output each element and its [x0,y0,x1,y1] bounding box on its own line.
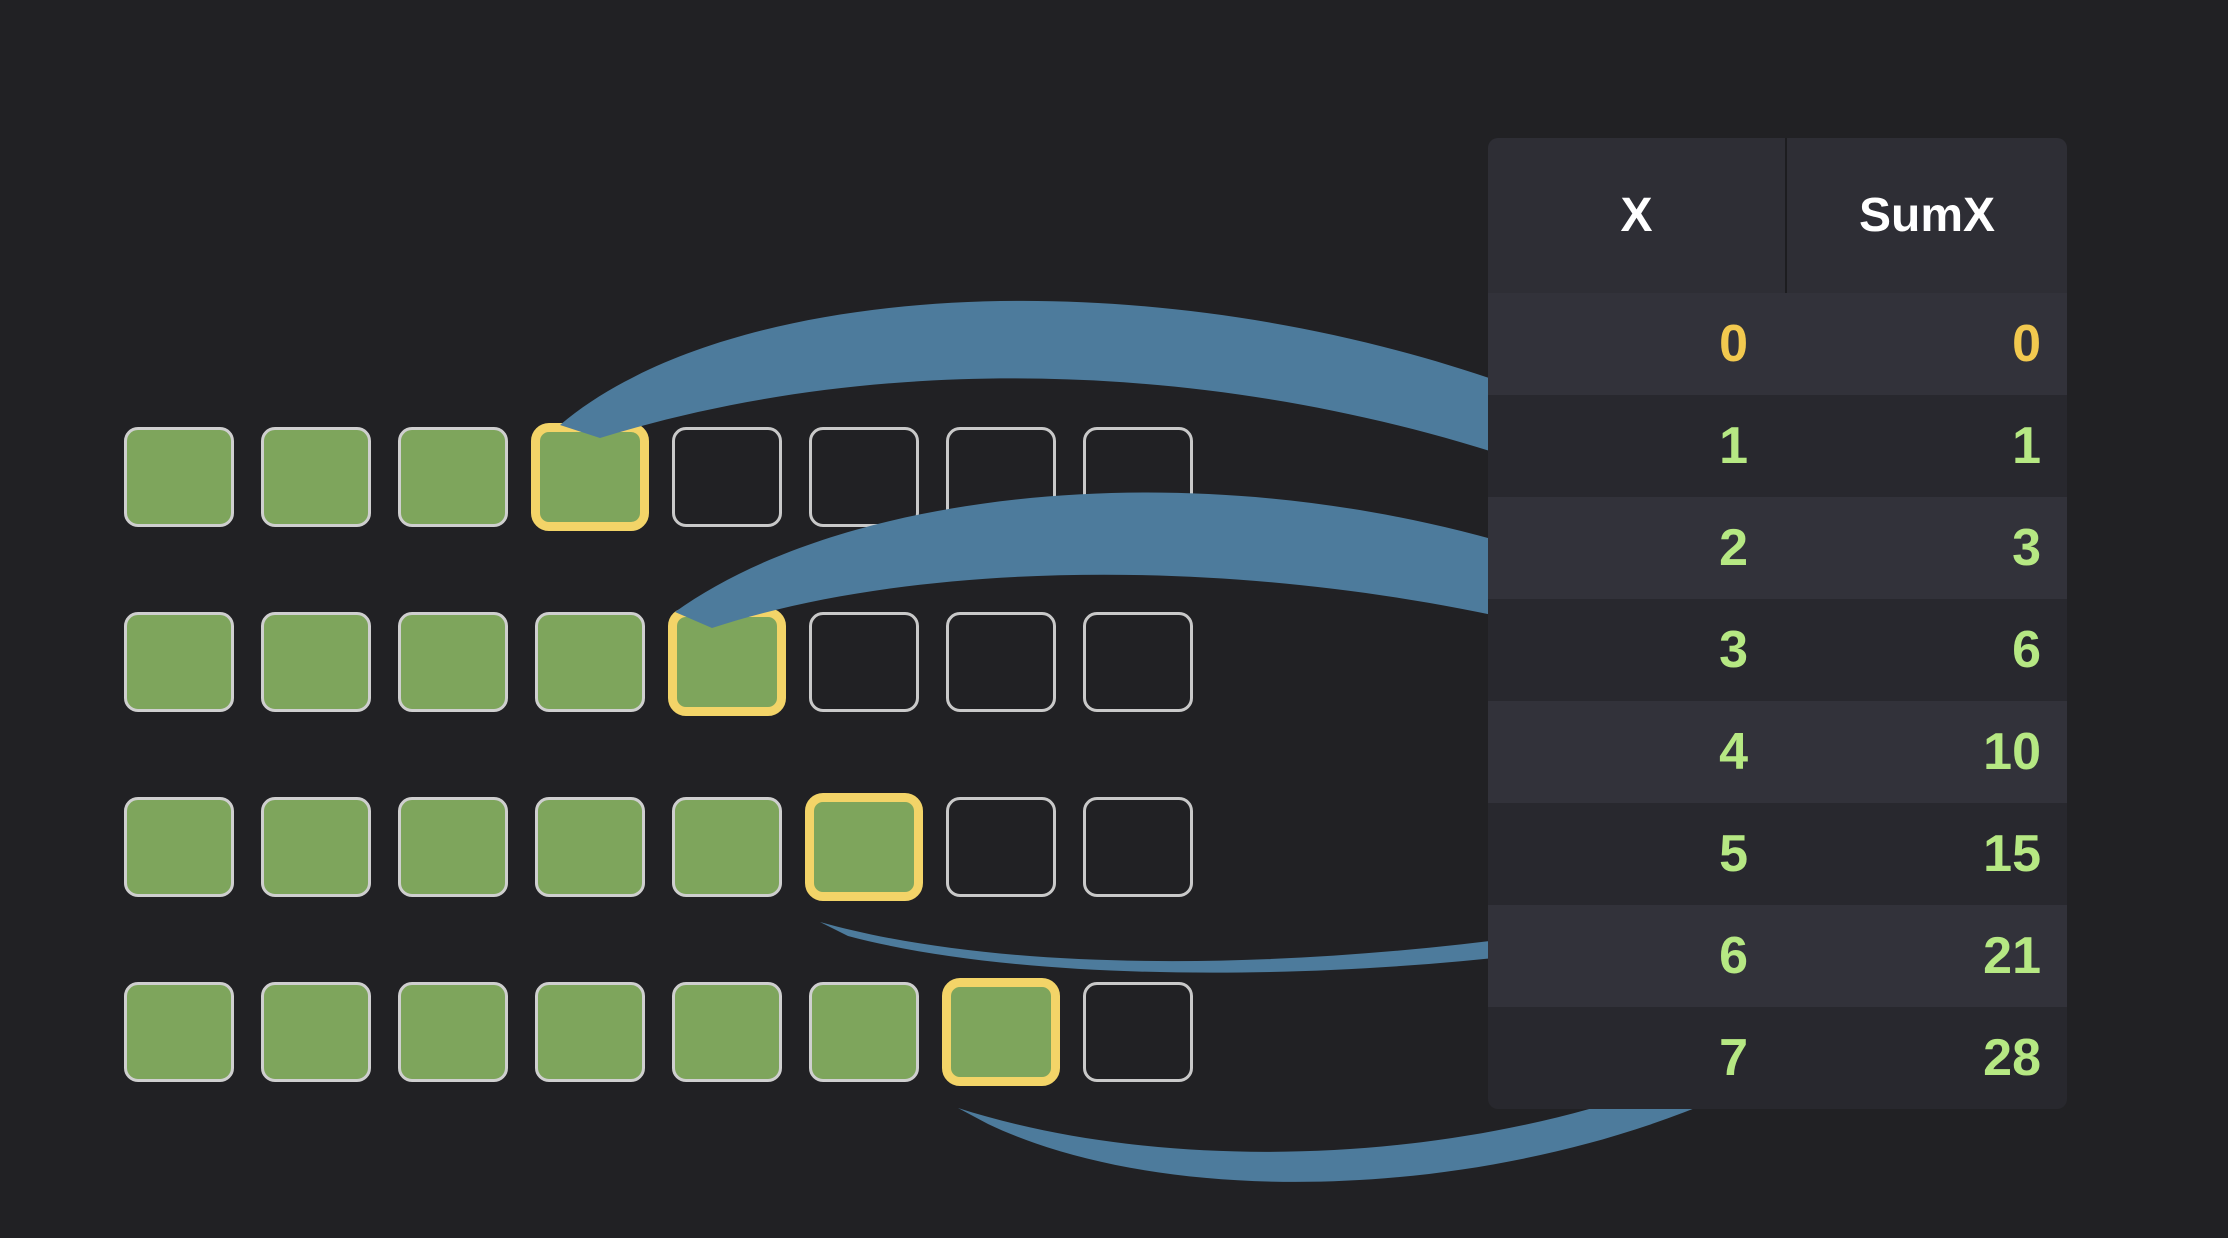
cell-sumx: 21 [1983,927,2041,985]
square-empty[interactable] [809,427,919,527]
cell-x: 4 [1719,723,1748,781]
square-filled[interactable] [124,982,234,1082]
square-empty[interactable] [946,612,1056,712]
column-header-x: X [1488,138,1787,293]
cell-sumx: 10 [1983,723,2041,781]
square-filled[interactable] [535,797,645,897]
table-header-row: X SumX [1488,138,2067,293]
square-filled[interactable] [535,612,645,712]
table-row[interactable]: 7 28 [1488,1007,2067,1109]
square-filled[interactable] [124,797,234,897]
square-empty[interactable] [809,612,919,712]
cell-sumx: 0 [2012,315,2041,373]
square-highlighted[interactable] [668,608,786,716]
square-filled[interactable] [124,612,234,712]
square-highlighted[interactable] [942,978,1060,1086]
square-filled[interactable] [261,982,371,1082]
square-filled[interactable] [398,797,508,897]
square-filled[interactable] [124,427,234,527]
cell-x: 7 [1719,1029,1748,1087]
cell-x: 2 [1719,519,1748,577]
square-filled[interactable] [672,797,782,897]
square-filled[interactable] [261,427,371,527]
square-empty[interactable] [946,427,1056,527]
square-filled[interactable] [398,612,508,712]
square-highlighted[interactable] [531,423,649,531]
square-empty[interactable] [1083,982,1193,1082]
square-empty[interactable] [672,427,782,527]
square-filled[interactable] [809,982,919,1082]
cell-sumx: 28 [1983,1029,2041,1087]
table-row[interactable]: 4 10 [1488,701,2067,803]
table-row[interactable]: 6 21 [1488,905,2067,1007]
cell-sumx: 3 [2012,519,2041,577]
column-header-sumx: SumX [1787,138,2067,293]
square-filled[interactable] [261,797,371,897]
square-highlighted[interactable] [805,793,923,901]
square-filled[interactable] [672,982,782,1082]
cell-x: 1 [1719,417,1748,475]
table-row[interactable]: 5 15 [1488,803,2067,905]
square-filled[interactable] [398,982,508,1082]
cell-sumx: 15 [1983,825,2041,883]
square-empty[interactable] [1083,427,1193,527]
cell-sumx: 6 [2012,621,2041,679]
square-empty[interactable] [1083,797,1193,897]
cell-x: 6 [1719,927,1748,985]
square-filled[interactable] [398,427,508,527]
cell-x: 0 [1719,315,1748,373]
cell-x: 5 [1719,825,1748,883]
square-empty[interactable] [1083,612,1193,712]
square-filled[interactable] [535,982,645,1082]
square-empty[interactable] [946,797,1056,897]
cell-sumx: 1 [2012,417,2041,475]
square-filled[interactable] [261,612,371,712]
cell-x: 3 [1719,621,1748,679]
